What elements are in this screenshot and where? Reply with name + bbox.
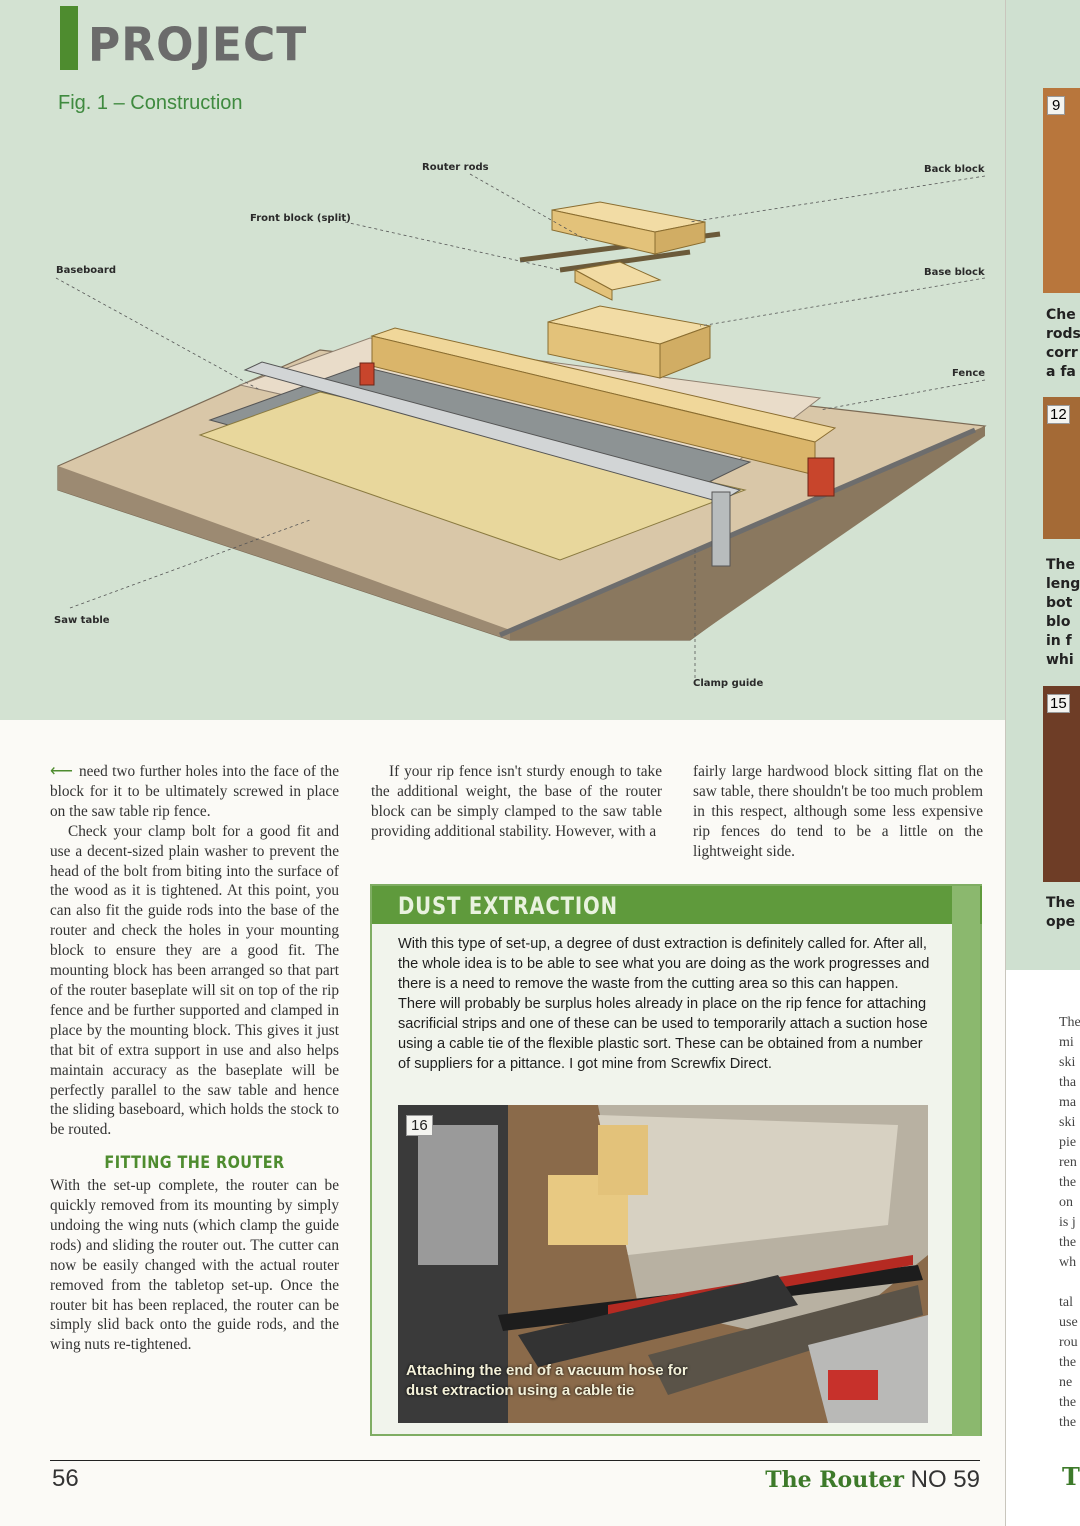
label-base-block: Base block [924, 267, 985, 278]
photo-caption: Attaching the end of a vacuum hose for d… [406, 1361, 688, 1401]
text-column-3: fairly large hardwood block sitting flat… [693, 762, 983, 862]
spine-caption-line: a fa [1046, 364, 1076, 380]
col3-paragraph-1: fairly large hardwood block sitting flat… [693, 763, 983, 860]
panel-title: DUST EXTRACTION [398, 892, 618, 920]
spine-photo-number: 12 [1047, 405, 1070, 424]
page-number: 56 [52, 1465, 79, 1492]
spine-text-line: wh [1059, 1255, 1077, 1270]
label-saw-table: Saw table [54, 615, 110, 626]
spine-photo-15: 15 [1043, 686, 1080, 882]
spine-photo-12: 12 [1043, 397, 1080, 539]
continued-arrow-icon: ⟵ [50, 763, 73, 780]
spine-text-line: the [1059, 1175, 1077, 1190]
spine-body-fragment-2: tal use rou the ne the the [1059, 1293, 1078, 1433]
dust-extraction-photo: 16 Attaching the end of a vacuum hose fo… [398, 1105, 928, 1423]
col2-paragraph-1: If your rip fence isn't sturdy enough to… [371, 763, 662, 840]
spine-caption-a: Che rods corr a fa [1046, 306, 1080, 382]
photo-illustration [398, 1105, 928, 1423]
spine-caption-b: The leng bot blo in f whi [1046, 556, 1080, 670]
spine-caption-line: leng [1046, 576, 1080, 592]
footer-rule [50, 1460, 980, 1461]
spine-caption-line: bot [1046, 595, 1073, 611]
router-rod [559, 249, 691, 273]
spine-text-line: rou [1059, 1335, 1078, 1350]
spine-caption-line: in f [1046, 633, 1072, 649]
spine-caption-line: ope [1046, 914, 1076, 930]
spine-body-fragment: The mi ski tha ma ski pie ren the on is … [1059, 1013, 1080, 1273]
spine-text-line: ma [1059, 1095, 1077, 1110]
spine-text-line: on [1059, 1195, 1073, 1210]
spine-footer-fragment: T [1062, 1462, 1080, 1491]
spine-photo-number: 9 [1047, 96, 1066, 115]
spine-photo-number: 15 [1047, 694, 1070, 713]
spine-caption-line: rods [1046, 326, 1080, 342]
spine-caption-line: The [1046, 895, 1076, 911]
label-router-rods: Router rods [422, 162, 489, 173]
subheading-fitting-router: FITTING THE ROUTER [104, 1153, 285, 1174]
panel-edge-band [952, 886, 980, 1436]
magazine-title: The Router [765, 1467, 904, 1493]
spine-text-line: ski [1059, 1115, 1076, 1130]
issue-number: NO 59 [910, 1466, 980, 1493]
spine-text-line: the [1059, 1415, 1077, 1430]
timber-strip [198, 391, 747, 561]
spine-text-line: mi [1059, 1035, 1074, 1050]
label-baseboard: Baseboard [56, 265, 116, 276]
spine-text-line: ski [1059, 1055, 1076, 1070]
spine-text-line: tha [1059, 1075, 1077, 1090]
panel-title-band [372, 886, 982, 924]
spine-text-line: ren [1059, 1155, 1077, 1170]
spine-text-line: pie [1059, 1135, 1077, 1150]
spine-caption-c: The ope [1046, 894, 1075, 932]
text-column-2: If your rip fence isn't sturdy enough to… [371, 762, 662, 842]
spine-caption-line: blo [1046, 614, 1071, 630]
construction-diagram [55, 173, 987, 678]
figure-caption: Fig. 1 – Construction [58, 92, 243, 114]
label-back-block: Back block [924, 164, 985, 175]
spine-text-line: the [1059, 1395, 1077, 1410]
rip-fence-bar [243, 361, 742, 503]
label-front-block: Front block (split) [250, 213, 351, 224]
spine-text-line: the [1059, 1235, 1077, 1250]
spine-text-line: use [1059, 1315, 1078, 1330]
label-clamp-guide: Clamp guide [693, 678, 764, 689]
photo-caption-line-2: dust extraction using a cable tie [406, 1382, 635, 1399]
page-spine [1005, 0, 1080, 1526]
label-fence: Fence [952, 368, 986, 379]
spine-caption-line: whi [1046, 652, 1074, 668]
spine-caption-line: Che [1046, 307, 1076, 323]
spine-caption-line: The [1046, 557, 1076, 573]
spine-text-line: ne [1059, 1375, 1073, 1390]
spine-caption-line: corr [1046, 345, 1078, 361]
photo-number: 16 [406, 1115, 433, 1136]
col1-paragraph-1: need two further holes into the face of … [50, 763, 339, 820]
section-heading: PROJECT [88, 18, 308, 73]
dust-extraction-panel: DUST EXTRACTION With this type of set-up… [370, 884, 982, 1436]
spine-text-line: The [1059, 1015, 1080, 1030]
col1-paragraph-2: Check your clamp bolt for a good fit and… [50, 822, 339, 1139]
photo-caption-line-1: Attaching the end of a vacuum hose for [406, 1362, 688, 1379]
section-marker [60, 6, 78, 70]
spine-text-line: is j [1059, 1215, 1076, 1230]
magazine-footer: The Router NO 59 [765, 1466, 980, 1494]
spine-text-line: tal [1059, 1295, 1073, 1310]
text-column-1: ⟵need two further holes into the face of… [50, 762, 339, 1355]
panel-body-text: With this type of set-up, a degree of du… [398, 936, 930, 1072]
col1-paragraph-3: With the set-up complete, the router can… [50, 1177, 339, 1354]
spine-text-line: the [1059, 1355, 1077, 1370]
spine-photo-9: 9 [1043, 88, 1080, 293]
